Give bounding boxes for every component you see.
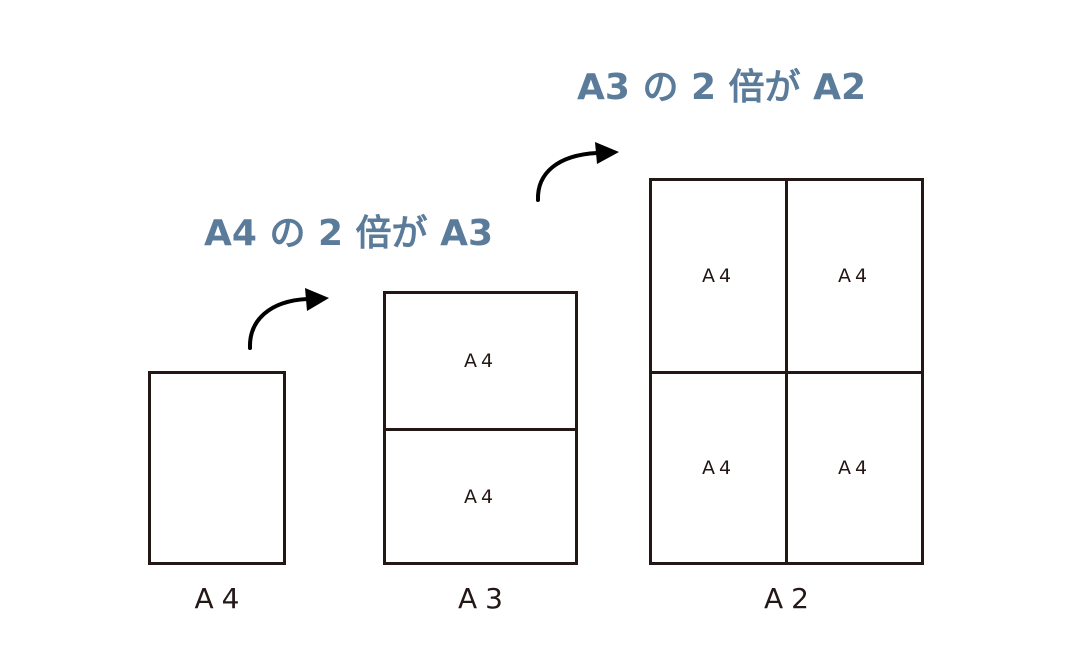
- a2-cell-bottom-left: A4: [701, 457, 736, 479]
- a3-caption: A3: [458, 582, 511, 615]
- curved-arrow-icon: [535, 142, 619, 202]
- a2-caption: A2: [764, 582, 817, 615]
- a3-cell-bottom: A4: [463, 485, 498, 508]
- a4-caption: A4: [194, 582, 248, 615]
- a2-cell-top-left: A4: [701, 265, 736, 287]
- a4-sheet: [148, 371, 286, 565]
- a2-cell-bottom-right: A4: [837, 457, 872, 479]
- a3-cell-top: A4: [463, 350, 498, 372]
- a2-horizontal-divider: [652, 371, 921, 374]
- a2-cell-top-right: A4: [837, 265, 872, 287]
- curved-arrow-icon: [247, 288, 329, 350]
- heading-a3-to-a2: A3 の 2 倍が A2: [577, 67, 867, 108]
- a2-sheet: A4 A4 A4 A4: [649, 178, 924, 565]
- a3-divider: [386, 428, 575, 431]
- heading-a4-to-a3: A4 の 2 倍が A3: [204, 213, 494, 254]
- a3-sheet: A4 A4: [383, 291, 578, 565]
